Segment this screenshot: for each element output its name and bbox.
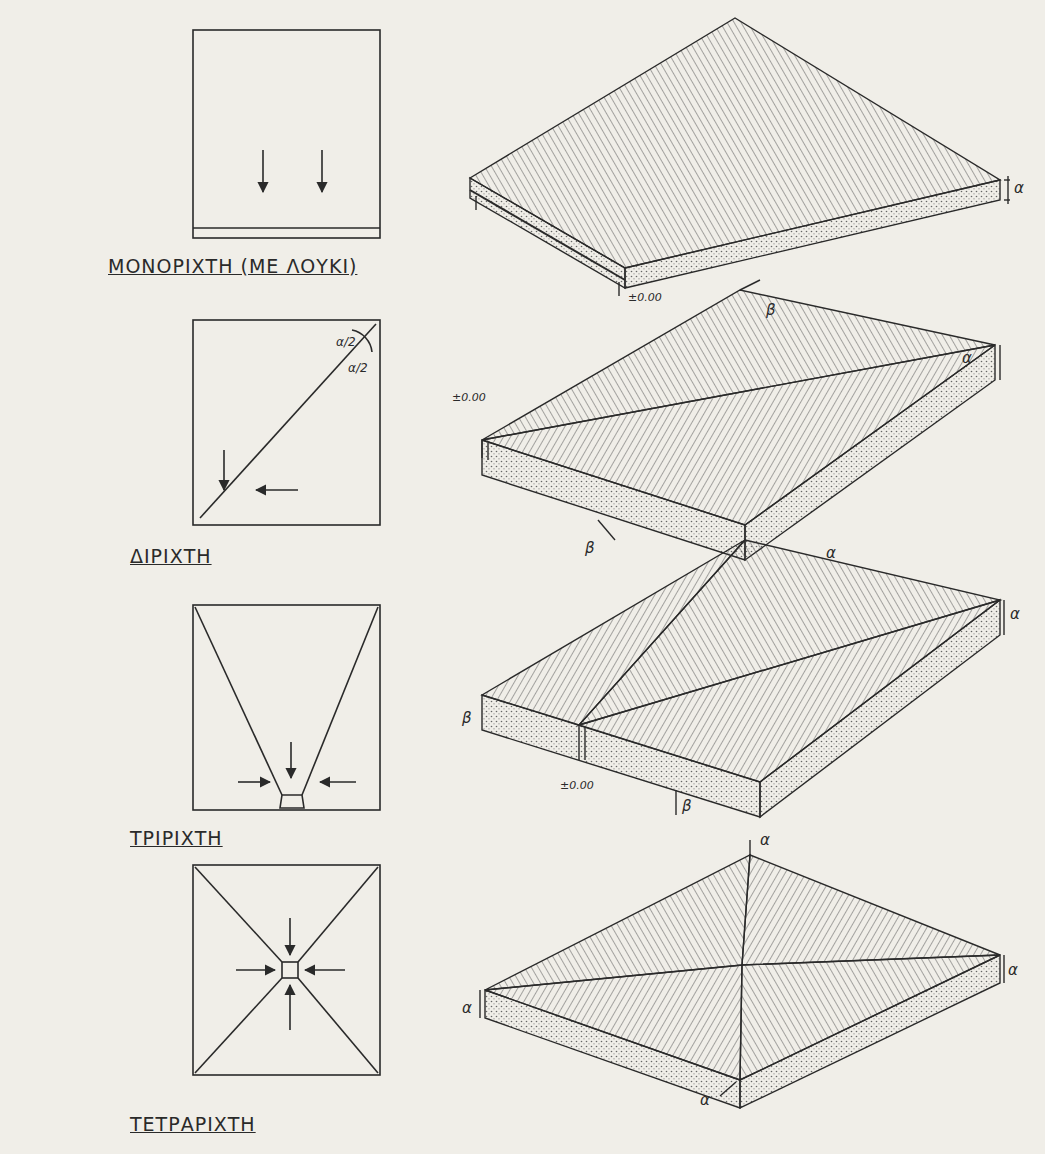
dimension-label: α [760,832,770,849]
dimension-label: α [700,1092,710,1109]
dimension-label: α [826,545,836,562]
dimension-label: α/2 [348,362,368,375]
dimension-label: β [462,710,472,727]
dimension-label: ±0.00 [452,392,486,404]
dimension-label: α [1014,180,1024,197]
roof-type-title: ΜΟΝΟΡΙΧΤΗ (ΜΕ ΛΟΥΚΙ) [108,256,357,277]
plan-views [193,30,380,1075]
dimension-label: ±0.00 [560,780,594,792]
dimension-label: α [1008,962,1018,979]
roof-type-title: ΔΙΡΙΧΤΗ [130,546,212,567]
dimension-label: β [585,540,595,557]
dimension-label: ±0.00 [628,292,662,304]
isometric-views [470,18,1010,1108]
roof-type-title: ΤΡΙΡΙΧΤΗ [130,828,223,849]
dimension-label: α [1010,606,1020,623]
dimension-label: β [766,302,776,319]
roof-type-title: ΤΕΤΡΑΡΙΧΤΗ [130,1114,256,1135]
dimension-label: α [962,350,972,367]
dimension-label: β [682,798,692,815]
dimension-label: α/2 [336,336,356,349]
dimension-label: α [462,1000,472,1017]
